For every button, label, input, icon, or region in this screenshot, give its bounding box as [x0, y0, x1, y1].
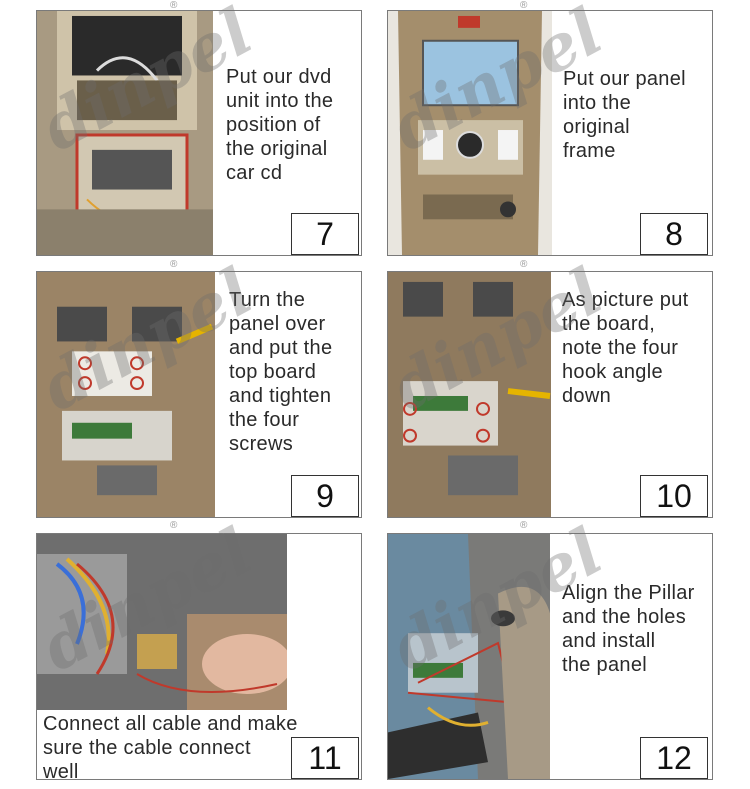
step-11-panel: Connect all cable and make sure the cabl… [36, 533, 362, 780]
step-10-photo [388, 272, 551, 517]
step-11-caption: Connect all cable and make sure the cabl… [43, 713, 298, 780]
registered-mark: ® [520, 0, 528, 11]
step-8-panel: Put our panel into the original frame 8 [387, 10, 713, 256]
step-8-photo [388, 11, 552, 255]
registered-mark: ® [170, 0, 178, 11]
step-9-photo [37, 272, 215, 517]
step-8-caption: Put our panel into the original frame [563, 68, 686, 162]
registered-mark: ® [520, 520, 528, 531]
step-12-number: 12 [640, 737, 708, 779]
step-8-number: 8 [640, 213, 708, 255]
step-7-photo [37, 11, 213, 255]
step-7-caption: Put our dvd unit into the position of th… [226, 66, 334, 184]
step-12-caption: Align the Pillar and the holes and insta… [562, 582, 695, 676]
step-7-number: 7 [291, 213, 359, 255]
registered-mark: ® [170, 259, 178, 270]
step-9-number: 9 [291, 475, 359, 517]
step-10-caption: As picture put the board, note the four … [562, 289, 689, 407]
step-10-panel: As picture put the board, note the four … [387, 271, 713, 518]
step-12-panel: Align the Pillar and the holes and insta… [387, 533, 713, 780]
step-7-panel: Put our dvd unit into the position of th… [36, 10, 362, 256]
step-12-photo [388, 534, 550, 779]
registered-mark: ® [520, 259, 528, 270]
step-9-panel: Turn the panel over and put the top boar… [36, 271, 362, 518]
step-11-number: 11 [291, 737, 359, 779]
step-9-caption: Turn the panel over and put the top boar… [229, 289, 333, 455]
step-11-photo [37, 534, 287, 710]
step-10-number: 10 [640, 475, 708, 517]
registered-mark: ® [170, 520, 178, 531]
